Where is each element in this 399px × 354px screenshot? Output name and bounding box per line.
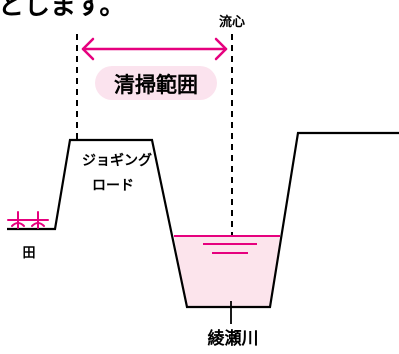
header-text: とします。 (0, 0, 125, 21)
river-water (174, 236, 280, 307)
river-label: 綾瀬川 (208, 328, 259, 349)
jogging-road-label-line1: ジョギング (82, 152, 152, 169)
jogging-road-label-line2: ロード (92, 178, 134, 194)
rice-field-icon (7, 211, 49, 229)
cleaning-range-label: 清掃範囲 (114, 73, 198, 97)
rice-field-label: 田 (22, 246, 35, 261)
range-arrow (81, 37, 228, 61)
terrain-outline (7, 131, 399, 309)
cleaning-range-badge (95, 66, 217, 100)
center-line-label: 流心 (219, 14, 245, 30)
